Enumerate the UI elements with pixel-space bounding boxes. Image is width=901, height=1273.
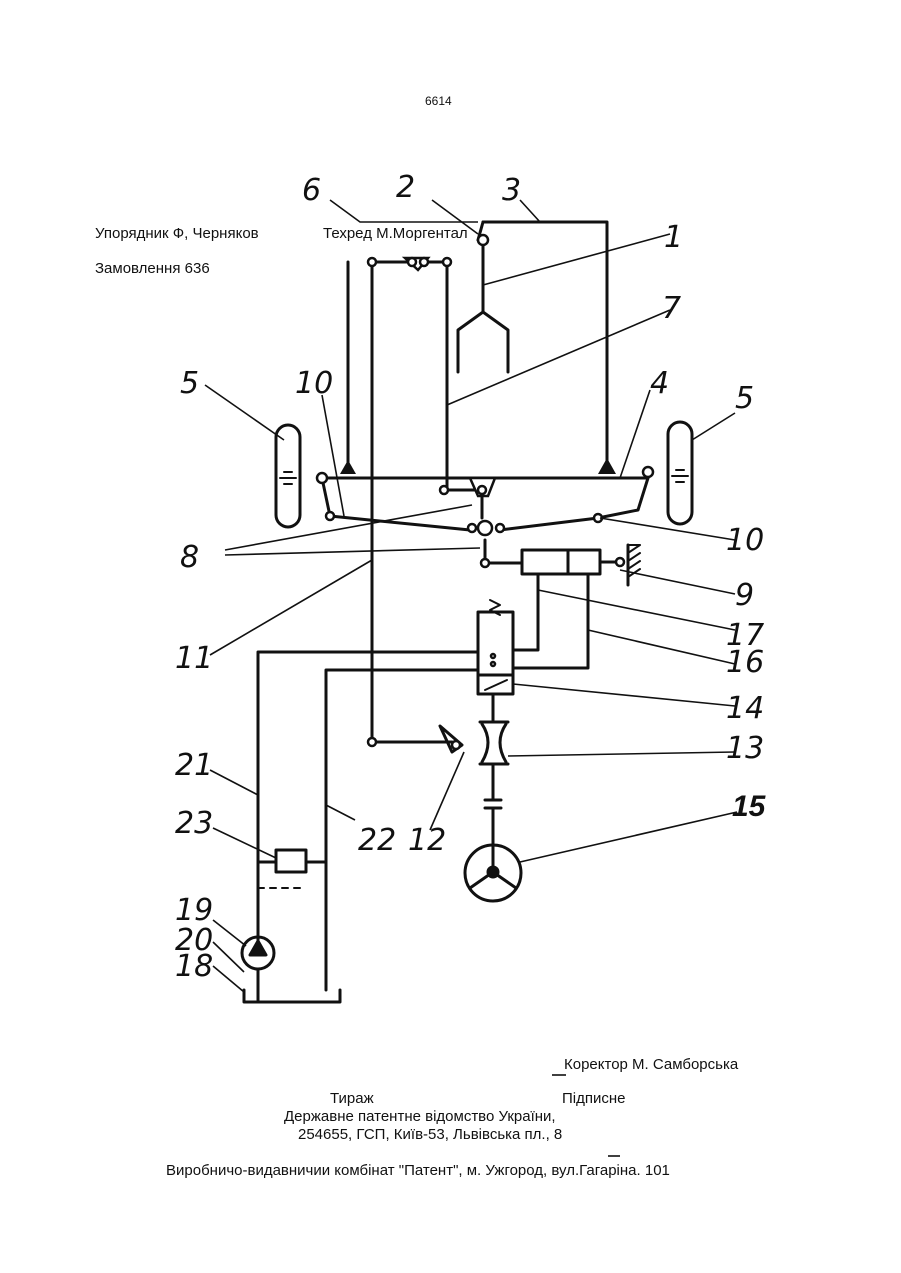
office-address: 254655, ГСП, Київ-53, Львівська пл., 8 bbox=[298, 1126, 562, 1144]
label-7: 7 bbox=[662, 291, 681, 326]
label-11: 11 bbox=[175, 641, 213, 676]
subscription-label: Підписне bbox=[562, 1090, 626, 1108]
label-22: 22 bbox=[358, 823, 396, 858]
label-21: 21 bbox=[175, 748, 213, 783]
label-6: 6 bbox=[302, 173, 321, 208]
label-23: 23 bbox=[175, 806, 213, 841]
label-14: 14 bbox=[726, 691, 764, 726]
office-name: Державне патентне відомство України, bbox=[284, 1108, 556, 1126]
label-1: 1 bbox=[664, 220, 683, 255]
label-16: 16 bbox=[726, 645, 764, 680]
label-10-top: 10 bbox=[295, 366, 333, 401]
footer-publisher: Виробничо-видавничии комбінат "Патент", … bbox=[166, 1162, 670, 1180]
label-4: 4 bbox=[650, 366, 669, 401]
label-13: 13 bbox=[726, 731, 764, 766]
label-18: 18 bbox=[175, 949, 213, 984]
label-3: 3 bbox=[502, 173, 521, 208]
label-5-left: 5 bbox=[180, 366, 199, 401]
label-5-right: 5 bbox=[735, 381, 754, 416]
label-15: 15 bbox=[732, 790, 767, 823]
label-2: 2 bbox=[396, 170, 415, 205]
circulation-label: Тираж bbox=[330, 1090, 374, 1108]
label-10-bottom: 10 bbox=[726, 523, 764, 558]
corrector-credit: Коректор М. Самборська bbox=[564, 1056, 738, 1074]
label-12: 12 bbox=[408, 823, 446, 858]
label-9: 9 bbox=[735, 578, 754, 613]
label-8: 8 bbox=[180, 540, 199, 575]
